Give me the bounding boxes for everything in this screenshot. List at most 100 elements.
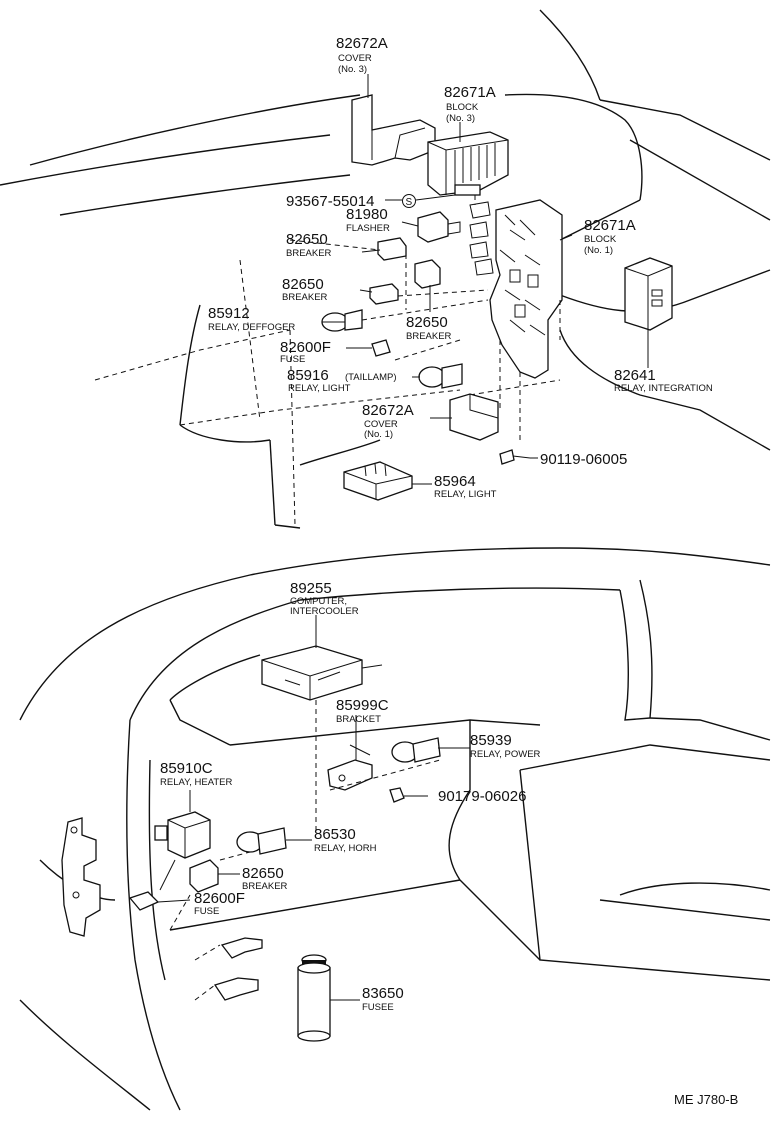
relay-deffoger-part (321, 309, 363, 332)
svg-text:85916: 85916 (287, 367, 329, 384)
svg-text:(No. 3): (No. 3) (446, 113, 475, 124)
svg-text:85912: 85912 (208, 305, 250, 322)
svg-text:COVER: COVER (364, 419, 398, 430)
callout-nut: 90179-06026 (438, 788, 526, 805)
callout-relay-integration: 82641 RELAY, INTEGRATION (614, 367, 713, 394)
svg-text:COMPUTER,: COMPUTER, (290, 596, 347, 607)
callout-cover-no3: 82672A COVER (No. 3) (336, 35, 388, 75)
relay-light-taillamp-part (418, 363, 463, 389)
callout-computer-intercooler: 89255 COMPUTER, INTERCOOLER (290, 580, 359, 617)
relay-power-part (391, 737, 441, 763)
svg-text:82671A: 82671A (584, 217, 636, 234)
block-no3-part (427, 131, 509, 196)
svg-text:(TAILLAMP): (TAILLAMP) (345, 372, 397, 383)
callout-fusee: 83650 FUSEE (362, 985, 404, 1013)
callout-block-no1: 82671A BLOCK (No. 1) (584, 217, 636, 256)
bolt-part-top (499, 449, 531, 465)
fuse-clip-parts (213, 937, 263, 1001)
svg-text:82672A: 82672A (336, 35, 388, 52)
callout-relay-light-taillamp: 85916 (TAILLAMP) RELAY, LIGHT (287, 367, 397, 394)
svg-text:82650: 82650 (242, 865, 284, 882)
breaker-part-3 (414, 259, 441, 289)
callout-fuse-top: 82600F FUSE (280, 339, 331, 365)
svg-text:S: S (406, 197, 413, 208)
svg-text:82650: 82650 (282, 276, 324, 293)
fuse-part-top (371, 339, 391, 357)
top-body-outline (0, 9, 771, 529)
svg-text:85999C: 85999C (336, 697, 389, 714)
callout-relay-heater: 85910C RELAY, HEATER (160, 760, 232, 788)
breaker-part-2 (369, 283, 399, 305)
svg-text:85910C: 85910C (160, 760, 213, 777)
svg-text:82672A: 82672A (362, 402, 414, 419)
svg-text:82600F: 82600F (280, 339, 331, 356)
svg-text:FLASHER: FLASHER (346, 223, 390, 234)
svg-text:BREAKER: BREAKER (242, 881, 288, 892)
relay-light-85964-part (343, 461, 413, 501)
svg-text:83650: 83650 (362, 985, 404, 1002)
svg-text:FUSEE: FUSEE (362, 1002, 394, 1013)
cover-no1-part (449, 393, 499, 441)
breaker-part-1 (377, 237, 407, 261)
svg-text:INTERCOOLER: INTERCOOLER (290, 606, 359, 617)
relay-integration-part (624, 257, 673, 331)
breaker-part-bottom (189, 859, 219, 893)
svg-text:85964: 85964 (434, 473, 476, 490)
svg-text:(No. 3): (No. 3) (338, 64, 367, 75)
svg-text:RELAY, DEFFOGER: RELAY, DEFFOGER (208, 322, 295, 333)
svg-text:(No. 1): (No. 1) (364, 429, 393, 440)
callout-breaker-2: 82650 BREAKER (282, 276, 328, 303)
svg-text:90179-06026: 90179-06026 (438, 788, 526, 805)
svg-text:82641: 82641 (614, 367, 656, 384)
svg-text:BRACKET: BRACKET (336, 714, 381, 725)
callout-flasher: 81980 FLASHER (346, 206, 390, 234)
svg-text:ME J780-B: ME J780-B (674, 1092, 738, 1107)
callout-bolt: 90119-06005 (540, 451, 627, 468)
svg-text:BLOCK: BLOCK (446, 102, 479, 113)
cover-no3-part (351, 94, 436, 166)
svg-text:93567-55014: 93567-55014 (286, 193, 374, 210)
svg-text:RELAY, HORH: RELAY, HORH (314, 843, 377, 854)
callout-breaker-bottom: 82650 BREAKER (242, 865, 288, 892)
nut-part (389, 787, 405, 803)
callout-bracket: 85999C BRACKET (336, 697, 389, 725)
callout-relay-horn: 86530 RELAY, HORH (314, 826, 377, 854)
bottom-body-outline (19, 547, 771, 1111)
computer-intercooler-part (261, 645, 383, 701)
block-no1-part (469, 199, 563, 379)
svg-text:81980: 81980 (346, 206, 388, 223)
bracket-85999c-part (327, 744, 373, 791)
callout-relay-power: 85939 RELAY, POWER (470, 732, 541, 760)
figure-code: ME J780-B (674, 1092, 738, 1107)
svg-text:(No. 1): (No. 1) (584, 245, 613, 256)
flasher-part (417, 211, 461, 243)
svg-text:86530: 86530 (314, 826, 356, 843)
svg-text:RELAY, INTEGRATION: RELAY, INTEGRATION (614, 383, 713, 394)
callout-fuse-bottom: 82600F FUSE (194, 890, 245, 917)
svg-text:FUSE: FUSE (194, 906, 219, 917)
svg-text:FUSE: FUSE (280, 354, 305, 365)
spare-fuse-bottle-part (297, 954, 331, 1042)
svg-text:RELAY, LIGHT: RELAY, LIGHT (288, 383, 351, 394)
svg-text:BREAKER: BREAKER (406, 331, 452, 342)
callout-relay-deffoger: 85912 RELAY, DEFFOGER (208, 305, 295, 333)
svg-text:90119-06005: 90119-06005 (540, 451, 627, 468)
svg-text:RELAY, POWER: RELAY, POWER (470, 749, 541, 760)
svg-text:82600F: 82600F (194, 890, 245, 907)
svg-text:82650: 82650 (286, 231, 328, 248)
bottom-leader-lines (157, 615, 470, 1001)
svg-text:82671A: 82671A (444, 84, 496, 101)
svg-text:RELAY, LIGHT: RELAY, LIGHT (434, 489, 497, 500)
svg-text:85939: 85939 (470, 732, 512, 749)
side-bracket-part (61, 817, 101, 937)
svg-text:82650: 82650 (406, 314, 448, 331)
svg-text:COVER: COVER (338, 53, 372, 64)
svg-text:BREAKER: BREAKER (282, 292, 328, 303)
callout-cover-no1: 82672A COVER (No. 1) (362, 402, 414, 440)
callout-relay-light-85964: 85964 RELAY, LIGHT (434, 473, 497, 500)
svg-text:BREAKER: BREAKER (286, 248, 332, 259)
callout-breaker-3: 82650 BREAKER (406, 314, 452, 342)
screw-circle-icon: S (402, 194, 416, 208)
callout-block-no3: 82671A BLOCK (No. 3) (444, 84, 496, 124)
